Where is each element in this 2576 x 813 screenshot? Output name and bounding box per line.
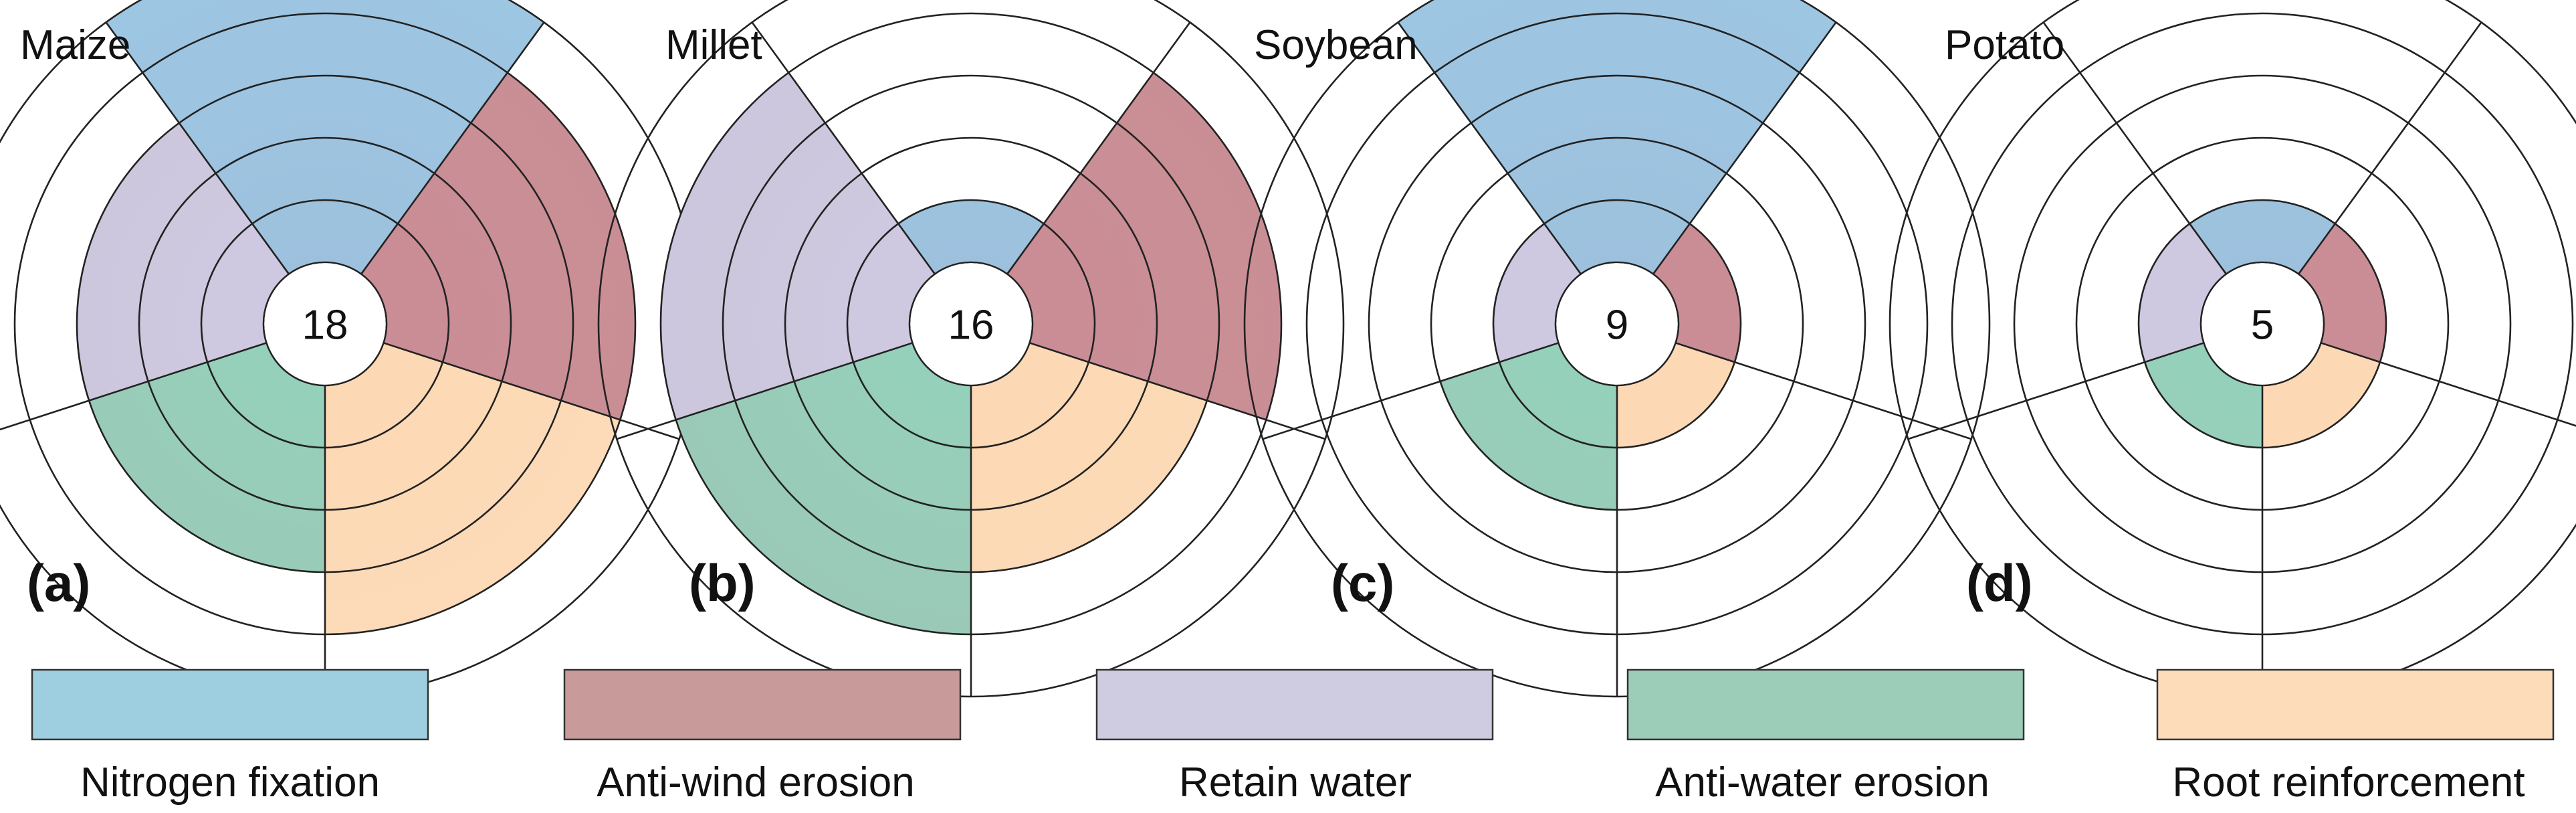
center-disc (264, 263, 386, 385)
legend-swatch-anti-wind-erosion (563, 668, 962, 741)
sector-root-reinforcement (971, 343, 1207, 572)
legend-item-anti-wind-erosion: Anti-wind erosion (563, 668, 962, 806)
grid-spoke (2298, 21, 2482, 275)
sector-anti-water-erosion (89, 343, 326, 572)
grid-spoke (105, 21, 290, 275)
center-disc (1556, 263, 1678, 385)
center-value-maize: 18 (302, 302, 348, 349)
grid (597, 0, 1345, 698)
crop-name-millet: Millet (665, 22, 762, 68)
grid-spoke (1029, 342, 1326, 440)
grid-spoke (751, 21, 936, 275)
sector-nitrogen-fixation (2189, 200, 2335, 274)
grid-spoke (1397, 21, 1582, 275)
sector-anti-wind-erosion (2298, 223, 2387, 363)
grid (1889, 0, 2576, 698)
panel-maize: Maize (a) 18 (0, 0, 699, 698)
sectors (2138, 200, 2387, 448)
legend-swatch-retain-water (1095, 668, 1494, 741)
panel-letter-b: (b) (689, 553, 756, 612)
legend-swatch-root-reinforcement (2156, 668, 2555, 741)
legend-swatch-anti-water-erosion (1626, 668, 2025, 741)
grid-spoke (1006, 21, 1191, 275)
sector-anti-wind-erosion (1007, 72, 1282, 420)
center-value-millet: 16 (948, 302, 994, 349)
sectors (76, 0, 635, 634)
sector-anti-water-erosion (2145, 343, 2262, 448)
grid-spoke (0, 342, 267, 431)
panel-potato: Potato (d) 5 (1889, 0, 2576, 698)
crop-name-soybean: Soybean (1254, 22, 1418, 68)
panel-soybean: Soybean (c) 9 (1243, 0, 1991, 698)
grid-spoke (1652, 21, 1837, 275)
grid-spoke (616, 342, 913, 440)
legend-item-retain-water: Retain water (1095, 668, 1494, 806)
crop-name-maize: Maize (20, 22, 130, 68)
panel-letter-d: (d) (1966, 553, 2033, 612)
sector-retain-water (1493, 223, 1581, 363)
legend-label-retain-water: Retain water (1179, 759, 1412, 806)
grid (1243, 0, 1991, 698)
sector-nitrogen-fixation (898, 200, 1044, 274)
grid-spoke (2321, 342, 2576, 427)
legend-item-root-reinforcement: Root reinforcement (2156, 668, 2555, 806)
center-disc (2202, 263, 2323, 385)
legend-label-nitrogen-fixation: Nitrogen fixation (80, 759, 380, 806)
center-value-soybean: 9 (1606, 302, 1628, 349)
legend: Nitrogen fixation Anti-wind erosion Reta… (31, 668, 2555, 806)
legend-label-root-reinforcement: Root reinforcement (2172, 759, 2525, 806)
legend-label-anti-water-erosion: Anti-water erosion (1655, 759, 1990, 806)
sector-anti-wind-erosion (1653, 223, 1741, 363)
legend-item-nitrogen-fixation: Nitrogen fixation (31, 668, 429, 806)
panel-millet: Millet (b) 16 (597, 0, 1345, 698)
sector-root-reinforcement (1617, 343, 1735, 448)
legend-label-anti-wind-erosion: Anti-wind erosion (597, 759, 915, 806)
grid-spoke (383, 342, 680, 440)
sector-retain-water (661, 72, 935, 420)
center-disc (910, 263, 1032, 385)
grid-spoke (1675, 342, 1972, 440)
sector-root-reinforcement (2262, 343, 2380, 448)
legend-item-anti-water-erosion: Anti-water erosion (1626, 668, 2025, 806)
center-value-potato: 5 (2251, 302, 2274, 349)
sector-retain-water (76, 122, 289, 401)
sector-retain-water (2138, 223, 2226, 363)
legend-swatch-nitrogen-fixation (31, 668, 429, 741)
panel-letter-a: (a) (27, 553, 90, 612)
panel-letter-c: (c) (1331, 553, 1394, 612)
grid-spoke (1907, 342, 2204, 440)
sector-anti-water-erosion (1440, 343, 1617, 510)
sectors (661, 72, 1282, 634)
grid-spoke (360, 21, 545, 275)
grid-spoke (1262, 342, 1559, 440)
crop-name-potato: Potato (1945, 22, 2064, 68)
sector-anti-wind-erosion (361, 72, 635, 420)
grid-spoke (2042, 21, 2227, 275)
